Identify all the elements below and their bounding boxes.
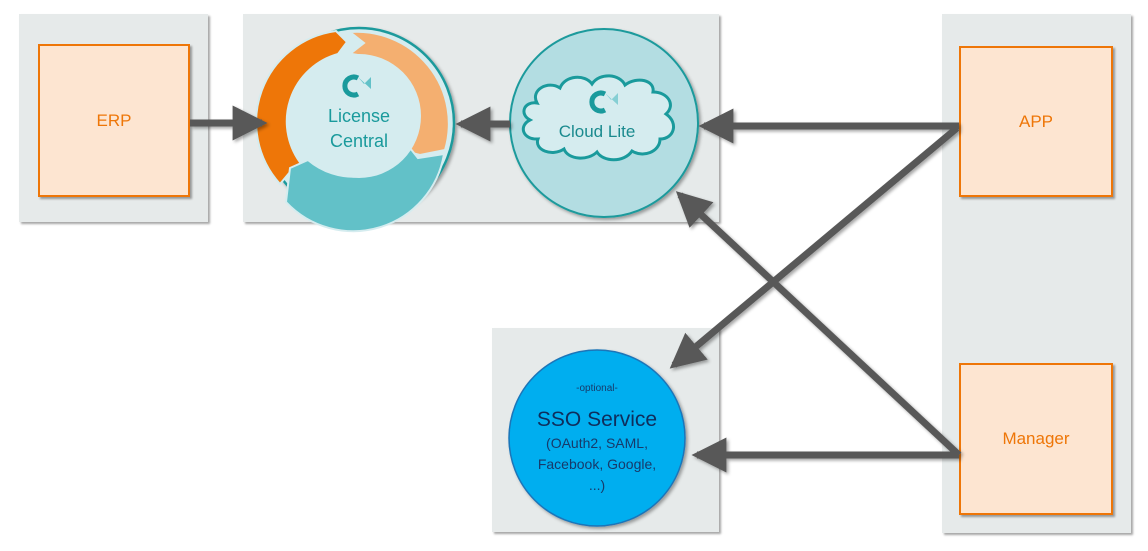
cycle-arc-orange [255, 29, 349, 186]
arrow-app-to-sso [669, 125, 960, 369]
manager-label: Manager [1002, 429, 1070, 448]
cloud-lite-node[interactable]: Cloud Lite [509, 28, 699, 218]
sso-circle [508, 349, 686, 527]
sso-service-node[interactable]: -optional- SSO Service (OAuth2, SAML, Fa… [508, 349, 686, 527]
erp-label: ERP [96, 110, 132, 130]
sso-details-line1: (OAuth2, SAML, [546, 435, 648, 451]
license-central-inner [297, 54, 421, 178]
cm-logo-icon [342, 74, 371, 98]
license-central-node[interactable]: License Central [255, 26, 456, 233]
arrow-manager-to-cloud-lite [675, 191, 962, 458]
sso-optional-tag: -optional- [576, 383, 618, 394]
license-central-label-line2: Central [330, 131, 388, 151]
cm-logo-icon [589, 90, 618, 114]
app-label: APP [1018, 111, 1054, 131]
erp-node[interactable]: ERP [38, 44, 190, 197]
cloud-lite-label: Cloud Lite [559, 122, 636, 141]
license-central-label-line1: License [328, 106, 390, 126]
cloud-icon [521, 74, 675, 162]
app-node[interactable]: APP [959, 46, 1113, 197]
sso-details-line3: ...) [589, 477, 605, 493]
sso-details-line2: Facebook, Google, [538, 456, 656, 472]
manager-node[interactable]: Manager [959, 363, 1113, 515]
sso-title: SSO Service [537, 408, 657, 431]
